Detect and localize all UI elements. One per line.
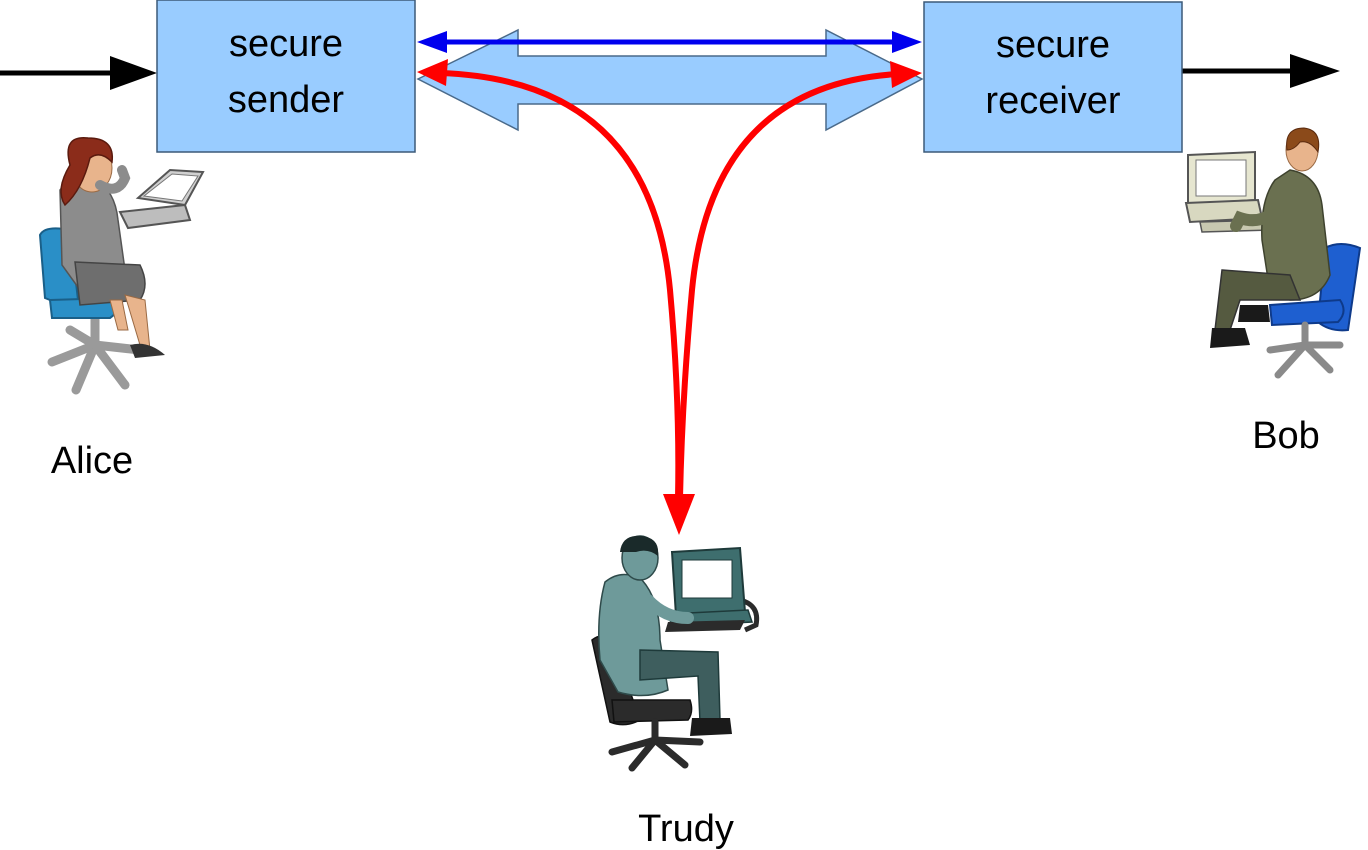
secure-receiver-box: [923, 1, 1183, 153]
sender-label-line2: sender: [228, 79, 345, 121]
receiver-label-line2: receiver: [985, 80, 1120, 122]
trudy-label: Trudy: [638, 808, 734, 850]
intruder-arrowhead: [663, 494, 695, 535]
person-at-desktop-icon: [1184, 127, 1362, 379]
intruder-link-right: [677, 61, 922, 499]
sender-label-line1: secure: [229, 23, 343, 65]
person-at-laptop-icon: [38, 137, 205, 395]
channel-double-arrow: [416, 28, 924, 132]
receiver-label-line1: secure: [996, 24, 1110, 66]
intruder-link-left: [417, 59, 682, 499]
secure-sender-box: [156, 0, 416, 153]
intruder-at-desktop-icon: [591, 535, 760, 772]
input-arrow: [0, 56, 157, 90]
alice-label: Alice: [51, 440, 133, 482]
output-arrow: [1182, 54, 1340, 88]
bob-label: Bob: [1252, 415, 1320, 457]
secure-link-arrow: [417, 31, 922, 53]
